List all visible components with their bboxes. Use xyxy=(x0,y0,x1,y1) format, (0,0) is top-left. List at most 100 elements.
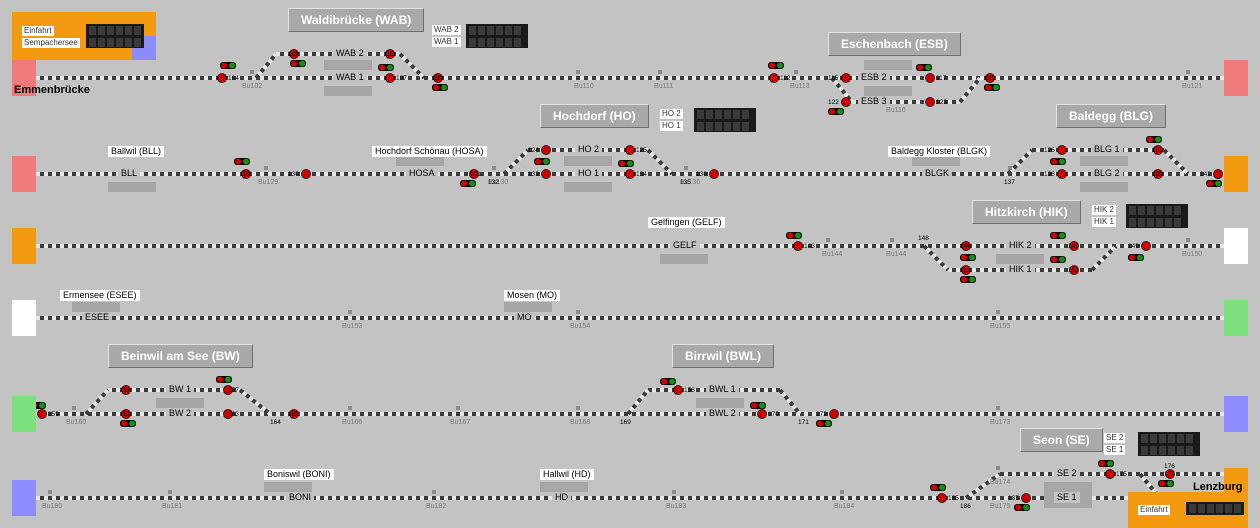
main-signal[interactable] xyxy=(1069,265,1079,275)
signal-lamps[interactable] xyxy=(1050,232,1066,239)
main-signal[interactable] xyxy=(625,145,635,155)
main-signal[interactable] xyxy=(709,169,719,179)
track-panel-se[interactable] xyxy=(1138,432,1200,456)
switch-track[interactable] xyxy=(646,148,674,176)
switch-track[interactable] xyxy=(254,52,278,80)
main-signal[interactable] xyxy=(1153,145,1163,155)
track-panel-hik[interactable] xyxy=(1126,204,1188,228)
track-label-hd[interactable]: HD xyxy=(552,492,571,503)
main-signal[interactable] xyxy=(1021,493,1031,503)
main-signal[interactable] xyxy=(793,241,803,251)
station-header-se[interactable]: Seon (SE) xyxy=(1020,428,1103,452)
signal-lamps[interactable] xyxy=(816,420,832,427)
signal-lamps[interactable] xyxy=(1128,254,1144,261)
signal-lamps[interactable] xyxy=(1050,256,1066,263)
signal-lamps[interactable] xyxy=(984,84,1000,91)
switch-track[interactable] xyxy=(238,388,272,416)
signal-lamps[interactable] xyxy=(618,160,634,167)
track-label-hik-2[interactable]: HIK 2 xyxy=(1006,240,1035,251)
switch-track[interactable] xyxy=(646,148,674,176)
switch-track[interactable] xyxy=(502,148,530,176)
station-header-bwl[interactable]: Birrwil (BWL) xyxy=(672,344,774,368)
station-header-bw[interactable]: Beinwil am See (BW) xyxy=(108,344,253,368)
main-signal[interactable] xyxy=(1153,169,1163,179)
track-row-1[interactable] xyxy=(16,76,1246,80)
switch-track[interactable] xyxy=(778,388,802,416)
signal-lamps[interactable] xyxy=(120,420,136,427)
signal-lamps[interactable] xyxy=(216,376,232,383)
switch-track[interactable] xyxy=(1006,148,1034,176)
track-label-se-2[interactable]: SE 2 xyxy=(1054,468,1080,479)
track-label-esb-3[interactable]: ESB 3 xyxy=(858,96,890,107)
main-signal[interactable] xyxy=(1057,145,1067,155)
main-signal[interactable] xyxy=(757,409,767,419)
signal-lamps[interactable] xyxy=(960,276,976,283)
switch-track[interactable] xyxy=(502,148,530,176)
track-label-mo[interactable]: MO xyxy=(514,312,535,323)
signal-lamps[interactable] xyxy=(786,232,802,239)
switch-track[interactable] xyxy=(626,388,650,416)
main-signal[interactable] xyxy=(385,49,395,59)
switch-track[interactable] xyxy=(398,52,426,80)
main-signal[interactable] xyxy=(925,73,935,83)
track-label-se-1[interactable]: SE 1 xyxy=(1054,492,1080,503)
main-signal[interactable] xyxy=(289,409,299,419)
signal-lamps[interactable] xyxy=(750,402,766,409)
main-signal[interactable] xyxy=(937,493,947,503)
station-header-wab[interactable]: Waldibrücke (WAB) xyxy=(288,8,425,32)
track-label-blg-1[interactable]: BLG 1 xyxy=(1091,144,1123,155)
track-panel-wab[interactable] xyxy=(466,24,528,48)
track-panel-ho[interactable] xyxy=(694,108,756,132)
legend-bottom-panel[interactable] xyxy=(1186,502,1244,515)
switch-track[interactable] xyxy=(922,244,950,272)
main-signal[interactable] xyxy=(1069,241,1079,251)
track-label-blgk[interactable]: BLGK xyxy=(922,168,953,179)
switch-track[interactable] xyxy=(1090,244,1118,272)
signal-lamps[interactable] xyxy=(290,60,306,67)
switch-track[interactable] xyxy=(778,388,802,416)
main-signal[interactable] xyxy=(289,49,299,59)
signal-lamps[interactable] xyxy=(220,62,236,69)
main-signal[interactable] xyxy=(385,73,395,83)
track-row-6[interactable] xyxy=(36,496,1200,500)
signal-lamps[interactable] xyxy=(768,62,784,69)
main-signal[interactable] xyxy=(37,409,47,419)
track-label-bwl-2[interactable]: BWL 2 xyxy=(706,408,739,419)
track-label-wab-2[interactable]: WAB 2 xyxy=(333,48,367,59)
station-header-esb[interactable]: Eschenbach (ESB) xyxy=(828,32,961,56)
track-label-bwl-1[interactable]: BWL 1 xyxy=(706,384,739,395)
track-row-4[interactable] xyxy=(36,316,1224,320)
track-label-esb-2[interactable]: ESB 2 xyxy=(858,72,890,83)
track-label-hik-1[interactable]: HIK 1 xyxy=(1006,264,1035,275)
main-signal[interactable] xyxy=(541,169,551,179)
signal-lamps[interactable] xyxy=(960,254,976,261)
main-signal[interactable] xyxy=(829,409,839,419)
main-signal[interactable] xyxy=(1057,169,1067,179)
main-signal[interactable] xyxy=(1213,169,1223,179)
main-signal[interactable] xyxy=(121,409,131,419)
signal-lamps[interactable] xyxy=(1050,158,1066,165)
switch-track[interactable] xyxy=(1162,148,1190,176)
main-signal[interactable] xyxy=(241,169,251,179)
switch-track[interactable] xyxy=(626,388,650,416)
track-label-gelf[interactable]: GELF xyxy=(670,240,700,251)
signal-lamps[interactable] xyxy=(1014,504,1030,511)
signal-lamps[interactable] xyxy=(534,158,550,165)
legend-top-panel[interactable] xyxy=(86,24,144,48)
signal-lamps[interactable] xyxy=(1146,136,1162,143)
switch-track[interactable] xyxy=(964,472,1002,500)
main-signal[interactable] xyxy=(769,73,779,83)
switch-track[interactable] xyxy=(84,388,110,416)
main-signal[interactable] xyxy=(223,409,233,419)
signal-lamps[interactable] xyxy=(234,158,250,165)
main-signal[interactable] xyxy=(1141,241,1151,251)
signal-lamps[interactable] xyxy=(1158,480,1174,487)
track-label-boni[interactable]: BONI xyxy=(286,492,315,503)
main-signal[interactable] xyxy=(925,97,935,107)
signal-lamps[interactable] xyxy=(660,378,676,385)
switch-track[interactable] xyxy=(1090,244,1118,272)
switch-track[interactable] xyxy=(964,472,1002,500)
switch-track[interactable] xyxy=(958,76,982,104)
main-signal[interactable] xyxy=(625,169,635,179)
signal-lamps[interactable] xyxy=(432,84,448,91)
